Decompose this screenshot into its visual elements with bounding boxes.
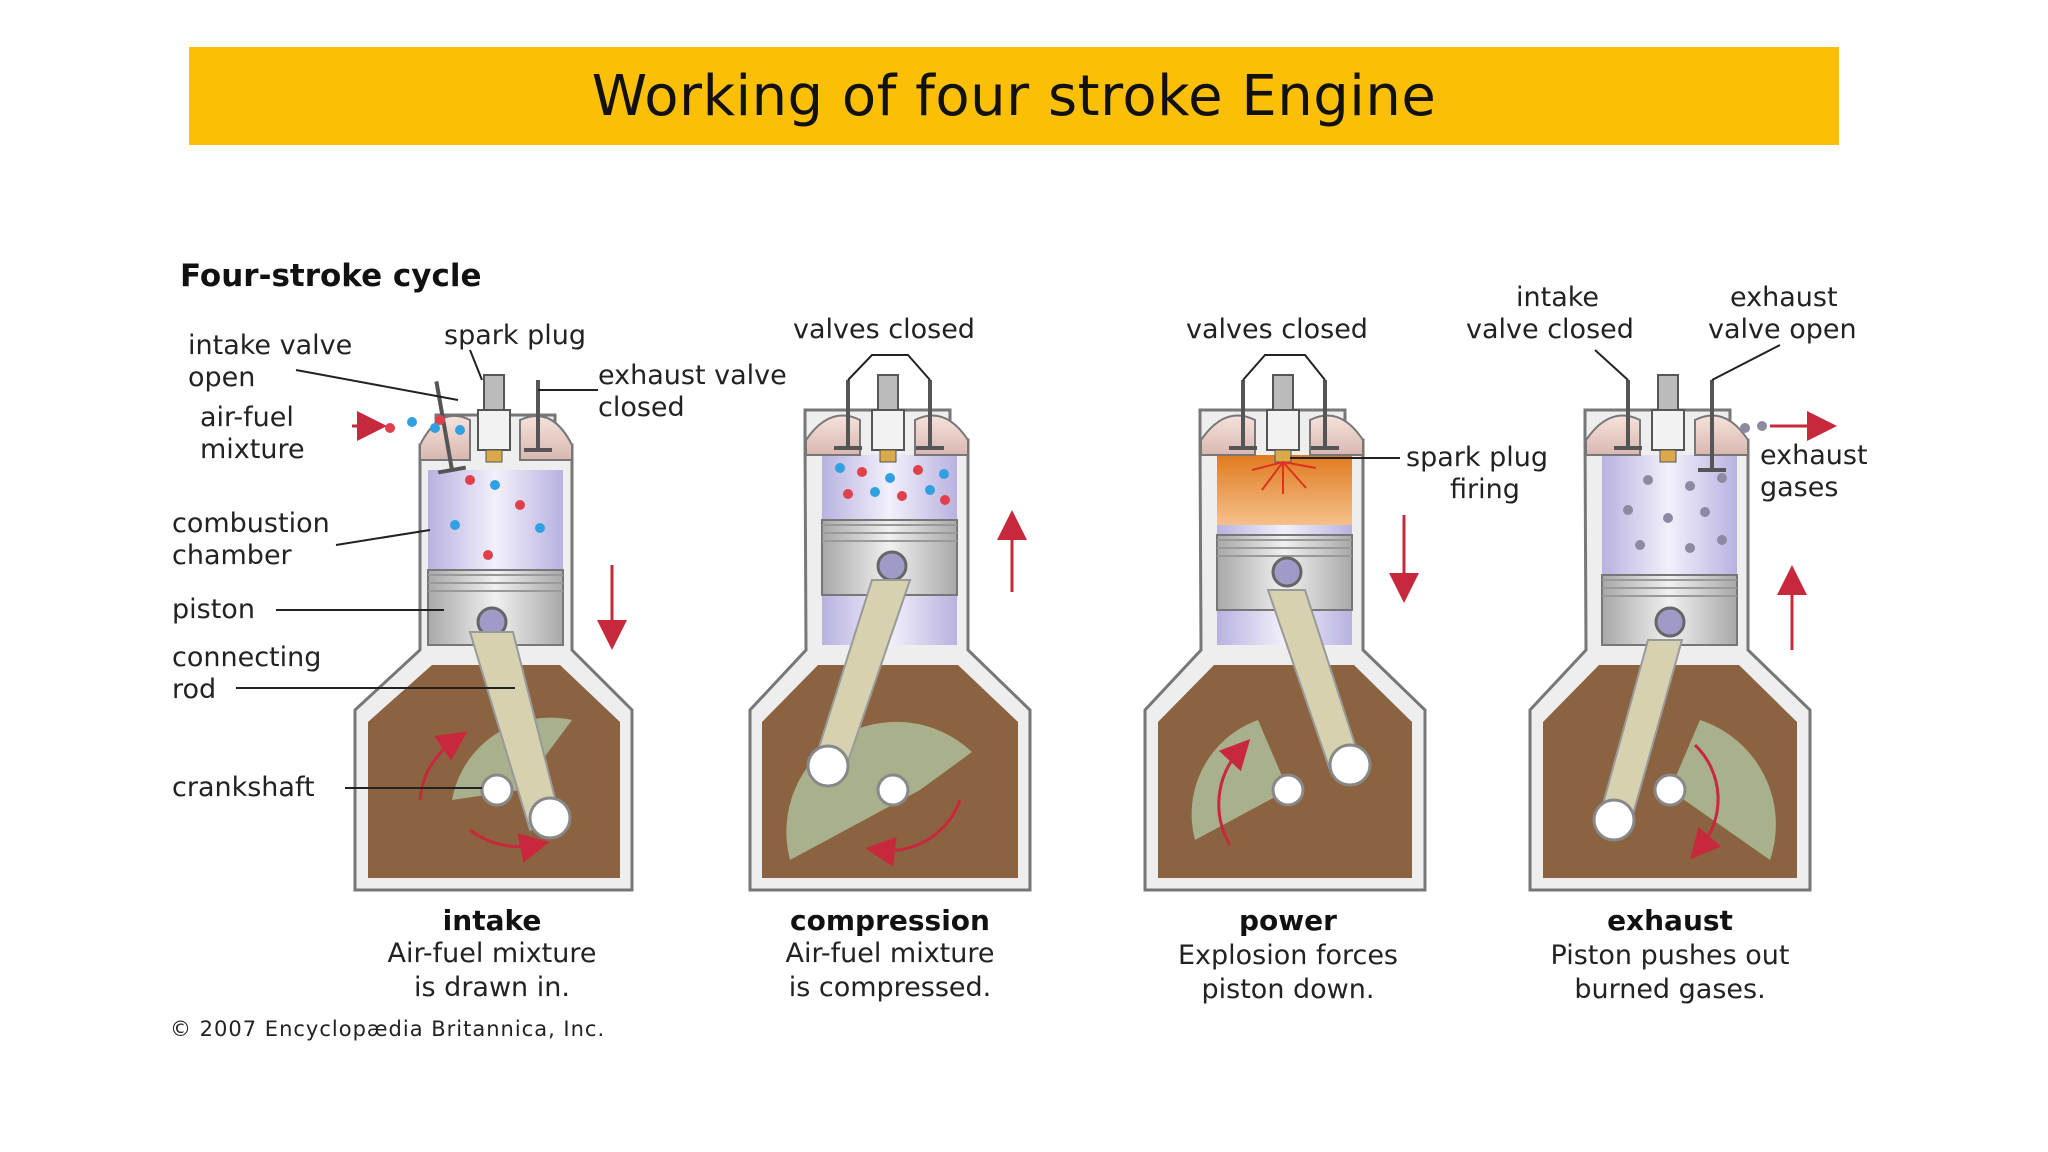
crank-pin	[530, 798, 570, 838]
engine-intake	[352, 375, 632, 890]
spark-plug	[478, 375, 510, 462]
stroke-desc: is compressed.	[789, 972, 992, 1003]
engine-power	[1145, 355, 1425, 890]
label-exhaust-closed: closed	[598, 392, 685, 423]
stroke-desc: Air-fuel mixture	[388, 938, 597, 969]
label-exhaust-top: exhaust	[1730, 282, 1838, 313]
label-valves-closed: valves closed	[793, 314, 975, 345]
crankshaft-main	[482, 775, 512, 805]
stroke-desc: burned gases.	[1574, 974, 1765, 1005]
stroke-name: power	[1239, 904, 1337, 937]
label-combustion: combustion	[172, 508, 330, 539]
label-rod: rod	[172, 674, 216, 705]
stroke-desc: Explosion forces	[1178, 940, 1398, 971]
spark-plug	[1267, 375, 1299, 462]
crankshaft-main	[1655, 775, 1685, 805]
crank-pin	[1330, 745, 1370, 785]
label-chamber: chamber	[172, 540, 293, 571]
label-firing: firing	[1450, 474, 1520, 505]
label-piston: piston	[172, 594, 255, 625]
piston	[1602, 575, 1737, 645]
label-mixture: mixture	[200, 434, 305, 465]
label-exhaust-valve: exhaust valve	[598, 360, 787, 391]
stroke-desc: piston down.	[1202, 974, 1375, 1005]
spark-plug	[1652, 375, 1684, 462]
stroke-caption-compression: compression Air-fuel mixture is compress…	[786, 904, 995, 1003]
stroke-name: compression	[790, 904, 990, 937]
label-valve-closed: valve closed	[1466, 314, 1634, 345]
label-exhaust-gases-1: exhaust	[1760, 440, 1868, 471]
stroke-caption-exhaust: exhaust Piston pushes out burned gases.	[1551, 904, 1790, 1005]
label-spark-plug: spark plug	[444, 320, 586, 351]
label-crankshaft: crankshaft	[172, 772, 315, 803]
label-spark-plug-firing: spark plug	[1406, 442, 1548, 473]
stroke-caption-intake: intake Air-fuel mixture is drawn in.	[388, 904, 597, 1003]
label-valve-open: valve open	[1708, 314, 1857, 345]
crank-pin	[808, 746, 848, 786]
stroke-desc: is drawn in.	[414, 972, 570, 1003]
engine-compression	[750, 355, 1030, 890]
stroke-name: exhaust	[1607, 904, 1733, 937]
crankshaft-main	[878, 775, 908, 805]
crankshaft-main	[1273, 775, 1303, 805]
crankcase	[1158, 665, 1412, 878]
crank-pin	[1594, 800, 1634, 840]
stroke-name: intake	[443, 904, 542, 937]
stroke-desc: Air-fuel mixture	[786, 938, 995, 969]
copyright-credit: © 2007 Encyclopædia Britannica, Inc.	[170, 1017, 605, 1041]
spark-plug	[872, 375, 904, 462]
stroke-desc: Piston pushes out	[1551, 940, 1790, 971]
label-valves-closed-power: valves closed	[1186, 314, 1368, 345]
label-intake-valve: intake valve	[188, 330, 352, 361]
engine-exhaust	[1530, 345, 1822, 890]
label-air-fuel: air-fuel	[200, 402, 294, 433]
label-intake-top: intake	[1516, 282, 1599, 313]
label-connecting: connecting	[172, 642, 321, 673]
diagram-heading: Four-stroke cycle	[180, 258, 482, 294]
label-exhaust-gases-2: gases	[1760, 472, 1838, 503]
label-intake-valve-open: open	[188, 362, 255, 393]
stroke-caption-power: power Explosion forces piston down.	[1178, 904, 1398, 1005]
combustion-flame	[1217, 455, 1352, 525]
